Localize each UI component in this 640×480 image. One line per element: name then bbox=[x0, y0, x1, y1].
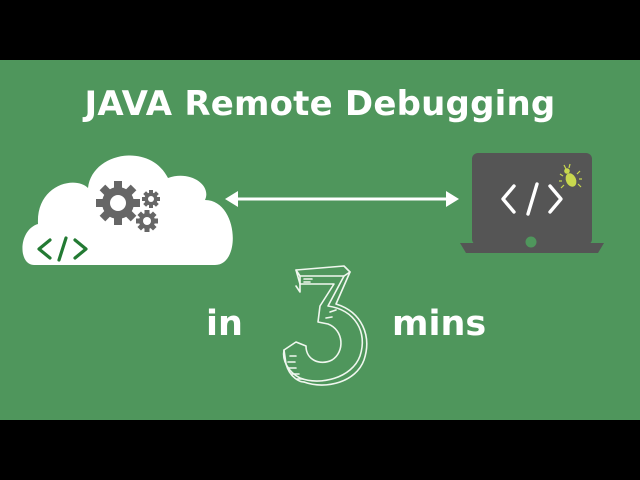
code-brackets-icon bbox=[37, 236, 88, 262]
subtitle-prefix: in bbox=[206, 304, 243, 344]
letterbox-bottom bbox=[0, 420, 640, 480]
double-arrow-icon bbox=[225, 191, 459, 207]
number-three-graphic bbox=[282, 265, 368, 386]
title: JAVA Remote Debugging bbox=[84, 84, 556, 124]
bug-icon bbox=[559, 163, 582, 189]
thumbnail-canvas: JAVA Remote Debugging bbox=[0, 60, 640, 420]
subtitle-suffix: mins bbox=[392, 304, 487, 344]
letterbox-top bbox=[0, 0, 640, 60]
laptop-icon bbox=[460, 153, 604, 253]
illustration bbox=[22, 153, 604, 386]
